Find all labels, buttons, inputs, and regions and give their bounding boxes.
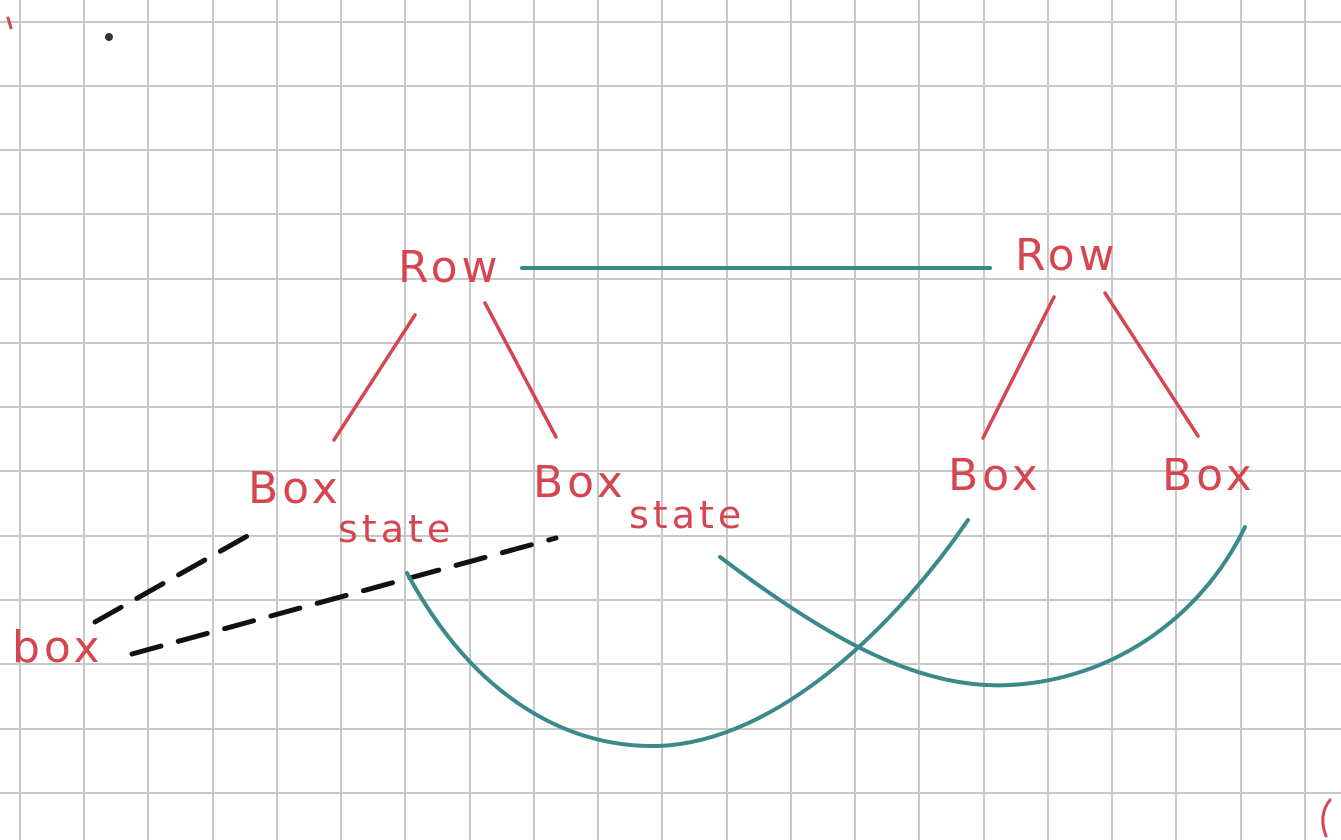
edge-row-left-to-box-1 [332,313,417,442]
state-curve-2 [718,525,1247,688]
state-label-2: state [629,493,745,537]
state-curve-1 [405,518,970,749]
edge-row-right-to-box-3 [981,295,1056,440]
row-label-right: Row [1015,230,1119,281]
box-label-3: Box [948,450,1042,501]
dashed-link-box-to-box-1 [92,527,261,625]
corner-arc-mark [1321,798,1332,838]
stray-marks [6,16,1332,838]
dashed-link-box-to-box-2 [129,535,559,657]
labels: Row Row Box Box Box Box state state box [12,230,1256,673]
state-curves [405,518,1247,749]
box-label-1: Box [248,463,342,514]
state-label-1: state [338,507,454,551]
corner-tick-mark [6,16,13,30]
row-label-left: Row [398,242,502,293]
tree-edges [332,291,1200,442]
box-label-4: Box [1162,450,1256,501]
edge-row-right-to-box-4 [1103,291,1200,438]
box-label-2: Box [533,457,627,508]
box-label-lower: box [12,622,104,673]
edge-row-left-to-box-2 [483,301,558,439]
dashed-links [92,527,559,657]
ink-dot [105,33,113,41]
